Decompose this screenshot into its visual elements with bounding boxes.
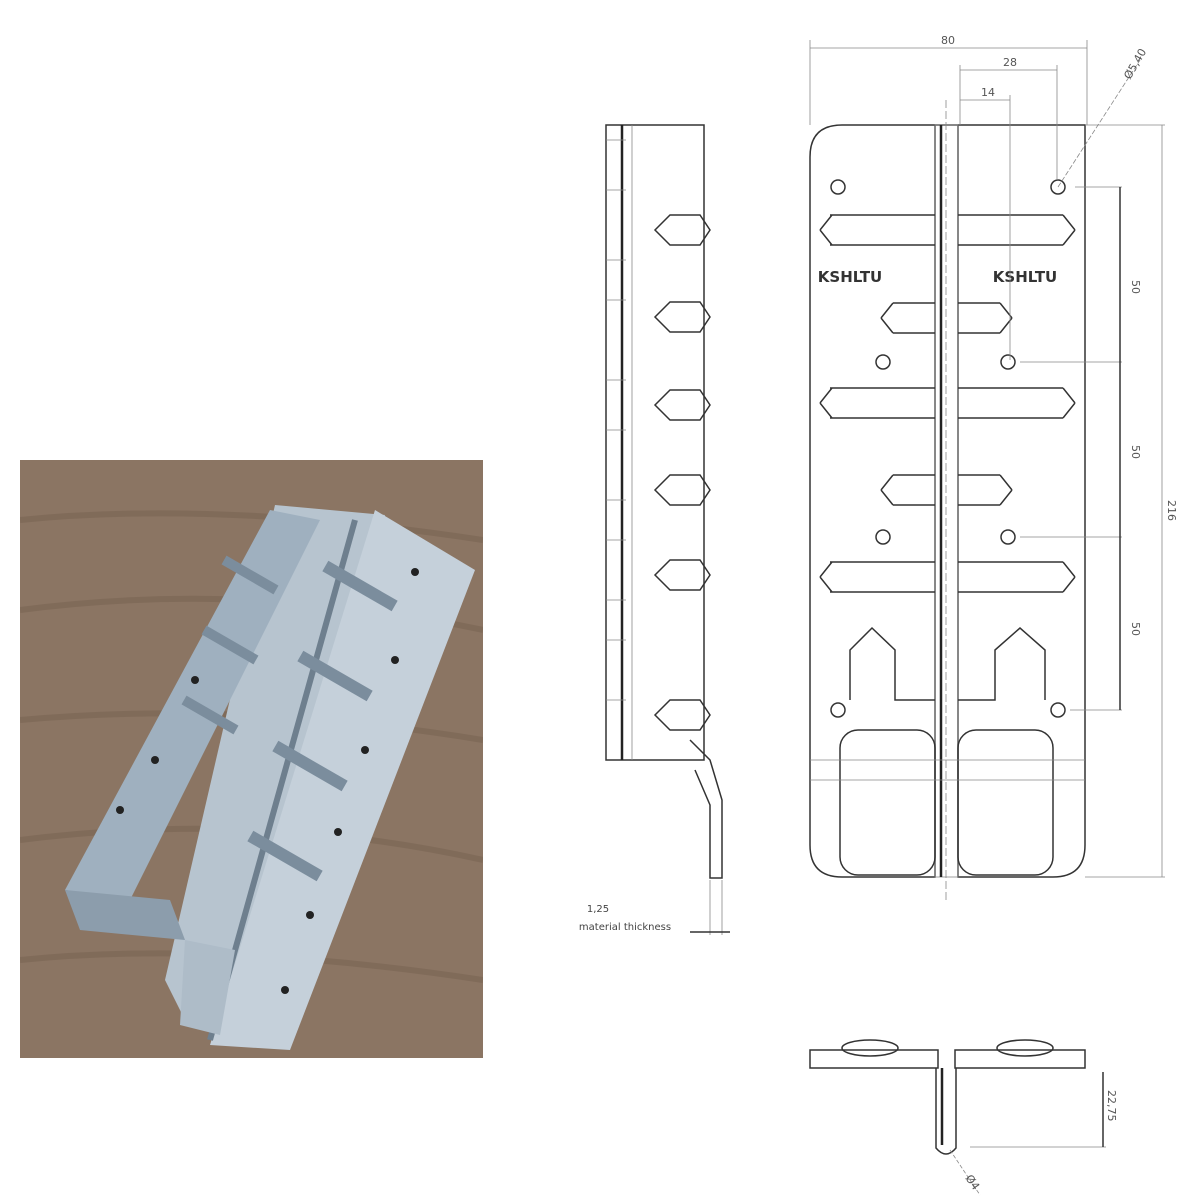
dim-28: 28 (1003, 56, 1017, 69)
thickness-value: 1,25 (587, 904, 609, 915)
dim-hole-diameter: Ø5,40 (1121, 46, 1149, 81)
fork-tabs (810, 626, 1085, 876)
end-view: 22,75 Ø4 (809, 1039, 1118, 1196)
dim-height: 216 (1165, 500, 1178, 521)
short-embossments (880, 302, 1013, 506)
side-view: 1,25 material thickness (579, 124, 730, 935)
dim-radius: Ø4 (963, 1172, 983, 1192)
dim-depth: 22,75 (1105, 1090, 1118, 1122)
long-embossments (819, 214, 1076, 593)
dim-14: 14 (981, 86, 995, 99)
dim-spacing-2: 50 (1129, 445, 1142, 459)
mounting-holes (830, 179, 1066, 718)
dim-spacing-1: 50 (1129, 280, 1142, 294)
front-view: KSHLTU KSHLTU 80 28 14 Ø5,40 50 50 50 21… (809, 34, 1178, 900)
thickness-label: material thickness (579, 922, 671, 933)
dim-spacing-3: 50 (1129, 622, 1142, 636)
logo-left: KSHLTU (818, 268, 882, 286)
hinge-photo (20, 460, 483, 1058)
hinge-part (65, 505, 475, 1050)
dim-width: 80 (941, 34, 955, 47)
logo-right: KSHLTU (993, 268, 1057, 286)
